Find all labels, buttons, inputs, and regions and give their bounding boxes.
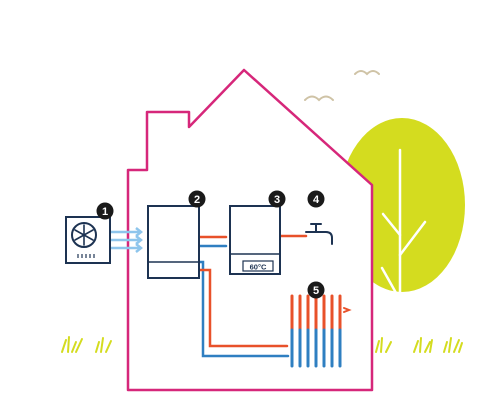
grass-tuft-icon [61,336,112,353]
badge-label: 1 [102,206,108,218]
air-flow-arrows [110,227,144,253]
tank-temperature-display: 60°C [250,263,267,272]
hot-water-tank: 60°C [229,205,281,275]
badge-label: 4 [313,194,320,206]
badge-circle [307,281,325,299]
heat-pump-indoor-unit [147,205,200,279]
badge-3: 3 [268,190,286,208]
water-tap-icon [305,223,333,245]
tree-trunk [380,148,427,347]
badges: 1 2 3 4 5 [96,190,325,299]
hot-pipe [197,268,289,348]
badge-circle [96,202,114,220]
fan-unit-icon [71,222,97,258]
heat-pump-outdoor-unit [65,216,111,264]
badge-circle [268,190,286,208]
bird-icon [304,95,334,102]
birds [304,70,380,102]
badge-4: 4 [307,190,325,208]
badge-label: 3 [274,194,280,206]
badge-circle [188,190,206,208]
badge-5: 5 [307,281,325,299]
cold-pipe [197,260,290,358]
grass-tuft-icon [375,337,463,353]
badge-2: 2 [188,190,206,208]
bird-icon [354,70,380,76]
badge-1: 1 [96,202,114,220]
badge-label: 2 [194,194,200,206]
pipes [197,234,308,358]
radiator-icon [290,294,352,368]
radiator-valve [343,307,352,313]
grass [61,336,463,353]
badge-label: 5 [313,285,319,297]
badge-circle [307,190,325,208]
